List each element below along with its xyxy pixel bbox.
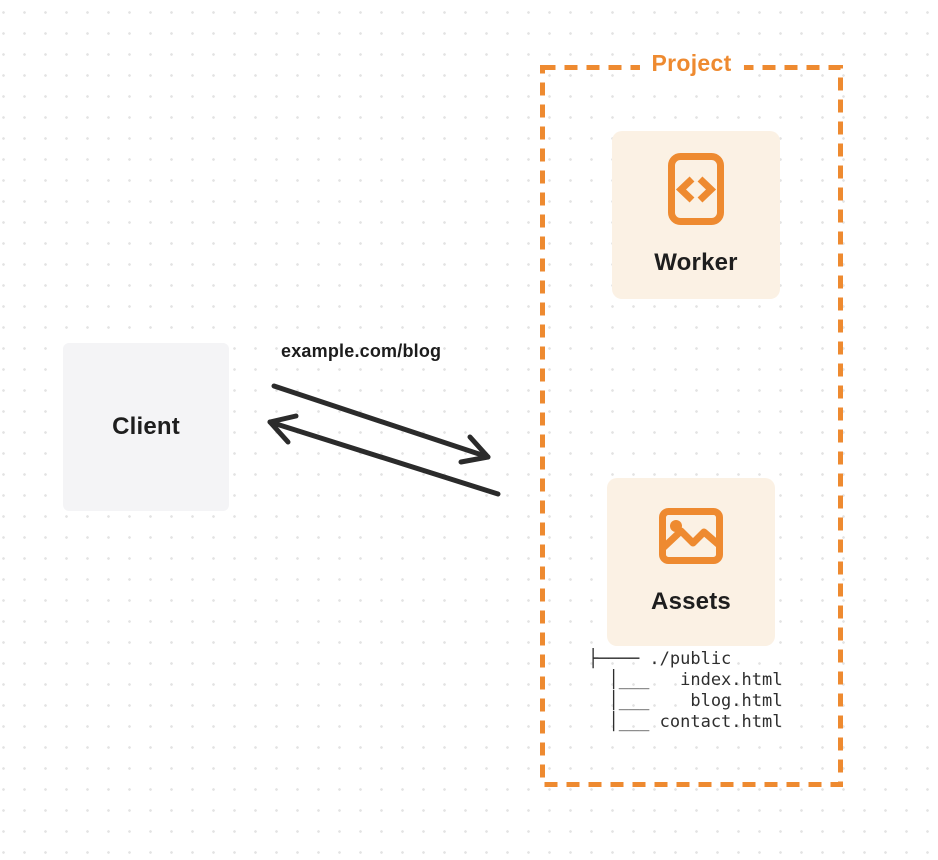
response-arrow — [267, 413, 501, 497]
request-arrow — [271, 383, 491, 465]
project-box: Project Worker Assets ├──── ./public │__… — [540, 50, 843, 787]
request-url-label: example.com/blog — [281, 341, 442, 361]
tree-line-contact: │___ contact.html — [588, 712, 783, 732]
client-box: Client — [63, 343, 229, 511]
tree-line-blog: │___ blog.html — [588, 691, 783, 711]
tree-line-public: ├──── ./public — [588, 649, 732, 669]
client-label: Client — [112, 413, 180, 440]
worker-label: Worker — [654, 249, 738, 276]
assets-label: Assets — [651, 588, 731, 615]
code-file-icon — [668, 153, 724, 225]
assets-card: Assets — [607, 478, 775, 646]
tree-line-index: │___ index.html — [588, 670, 783, 690]
image-icon — [659, 508, 723, 564]
project-label: Project — [639, 50, 744, 77]
assets-file-tree: ├──── ./public │___ index.html │___ blog… — [588, 649, 782, 733]
worker-card: Worker — [612, 131, 780, 299]
